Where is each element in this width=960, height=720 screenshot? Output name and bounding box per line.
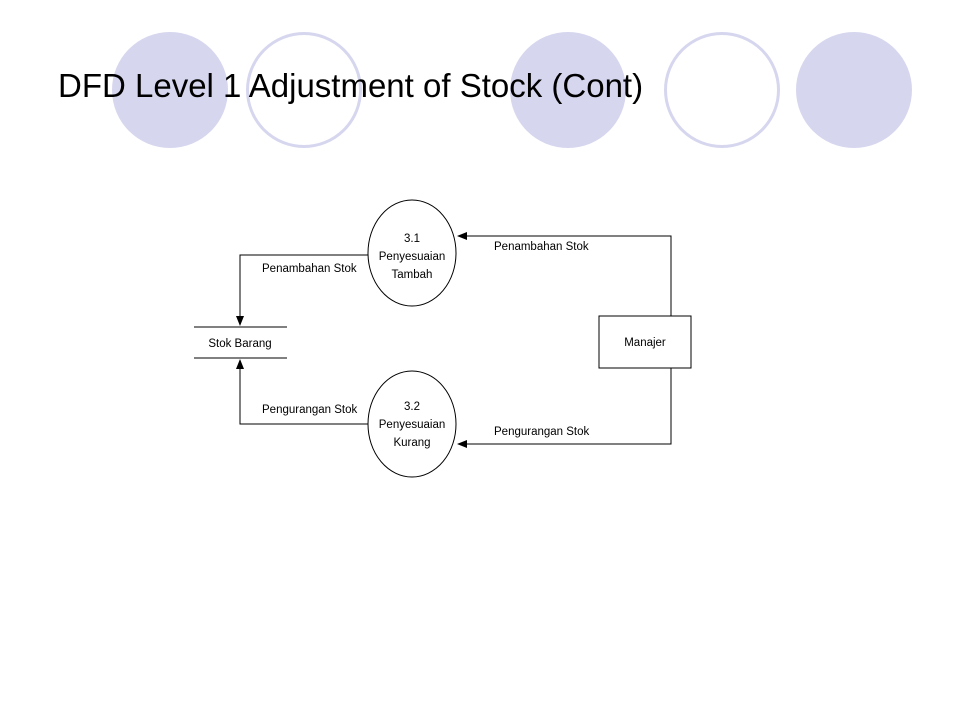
decorative-circle-5 — [796, 32, 912, 148]
data-store-stok-barang: Stok Barang — [194, 326, 287, 359]
data-store-label: Stok Barang — [208, 338, 271, 350]
flow-kurang-to-store: Pengurangan Stok — [236, 359, 368, 425]
decorative-circle-3 — [510, 32, 626, 148]
flow-manajer-to-kurang-line — [457, 368, 672, 448]
process-3-2: 3.2 Penyesuaian Kurang — [367, 370, 457, 478]
flow-kurang-to-store-line — [236, 359, 368, 425]
decorative-circle-4 — [664, 32, 780, 148]
external-entity-manajer: Manajer — [598, 315, 692, 369]
flow-manajer-to-tambah: Penambahan Stok — [457, 232, 672, 316]
slide-title: DFD Level 1 Adjustment of Stock (Cont) — [58, 67, 644, 104]
process-3-1-shape — [367, 199, 457, 307]
process-3-1-name-line1: Penyesuaian — [379, 251, 446, 263]
flow-manajer-to-kurang: Pengurangan Stok — [457, 368, 672, 448]
process-3-1-name-line2: Tambah — [392, 269, 433, 281]
external-entity-box — [598, 315, 692, 369]
decorative-circle-2 — [246, 32, 362, 148]
decorative-circle-1 — [112, 32, 228, 148]
process-3-2-name-line1: Penyesuaian — [379, 419, 446, 431]
external-entity-label: Manajer — [624, 337, 666, 349]
process-3-1: 3.1 Penyesuaian Tambah — [367, 199, 457, 307]
flow-tambah-to-store-line — [236, 254, 368, 326]
flow-manajer-to-tambah-line — [457, 232, 672, 316]
process-3-1-number: 3.1 — [404, 233, 420, 245]
process-3-2-number: 3.2 — [404, 401, 420, 413]
flow-kurang-to-store-label: Pengurangan Stok — [262, 404, 358, 416]
flow-manajer-to-kurang-label: Pengurangan Stok — [494, 426, 590, 438]
flow-tambah-to-store: Penambahan Stok — [236, 254, 368, 326]
flow-tambah-to-store-label: Penambahan Stok — [262, 263, 357, 275]
process-3-2-name-line2: Kurang — [393, 437, 430, 449]
flow-manajer-to-tambah-label: Penambahan Stok — [494, 241, 589, 253]
